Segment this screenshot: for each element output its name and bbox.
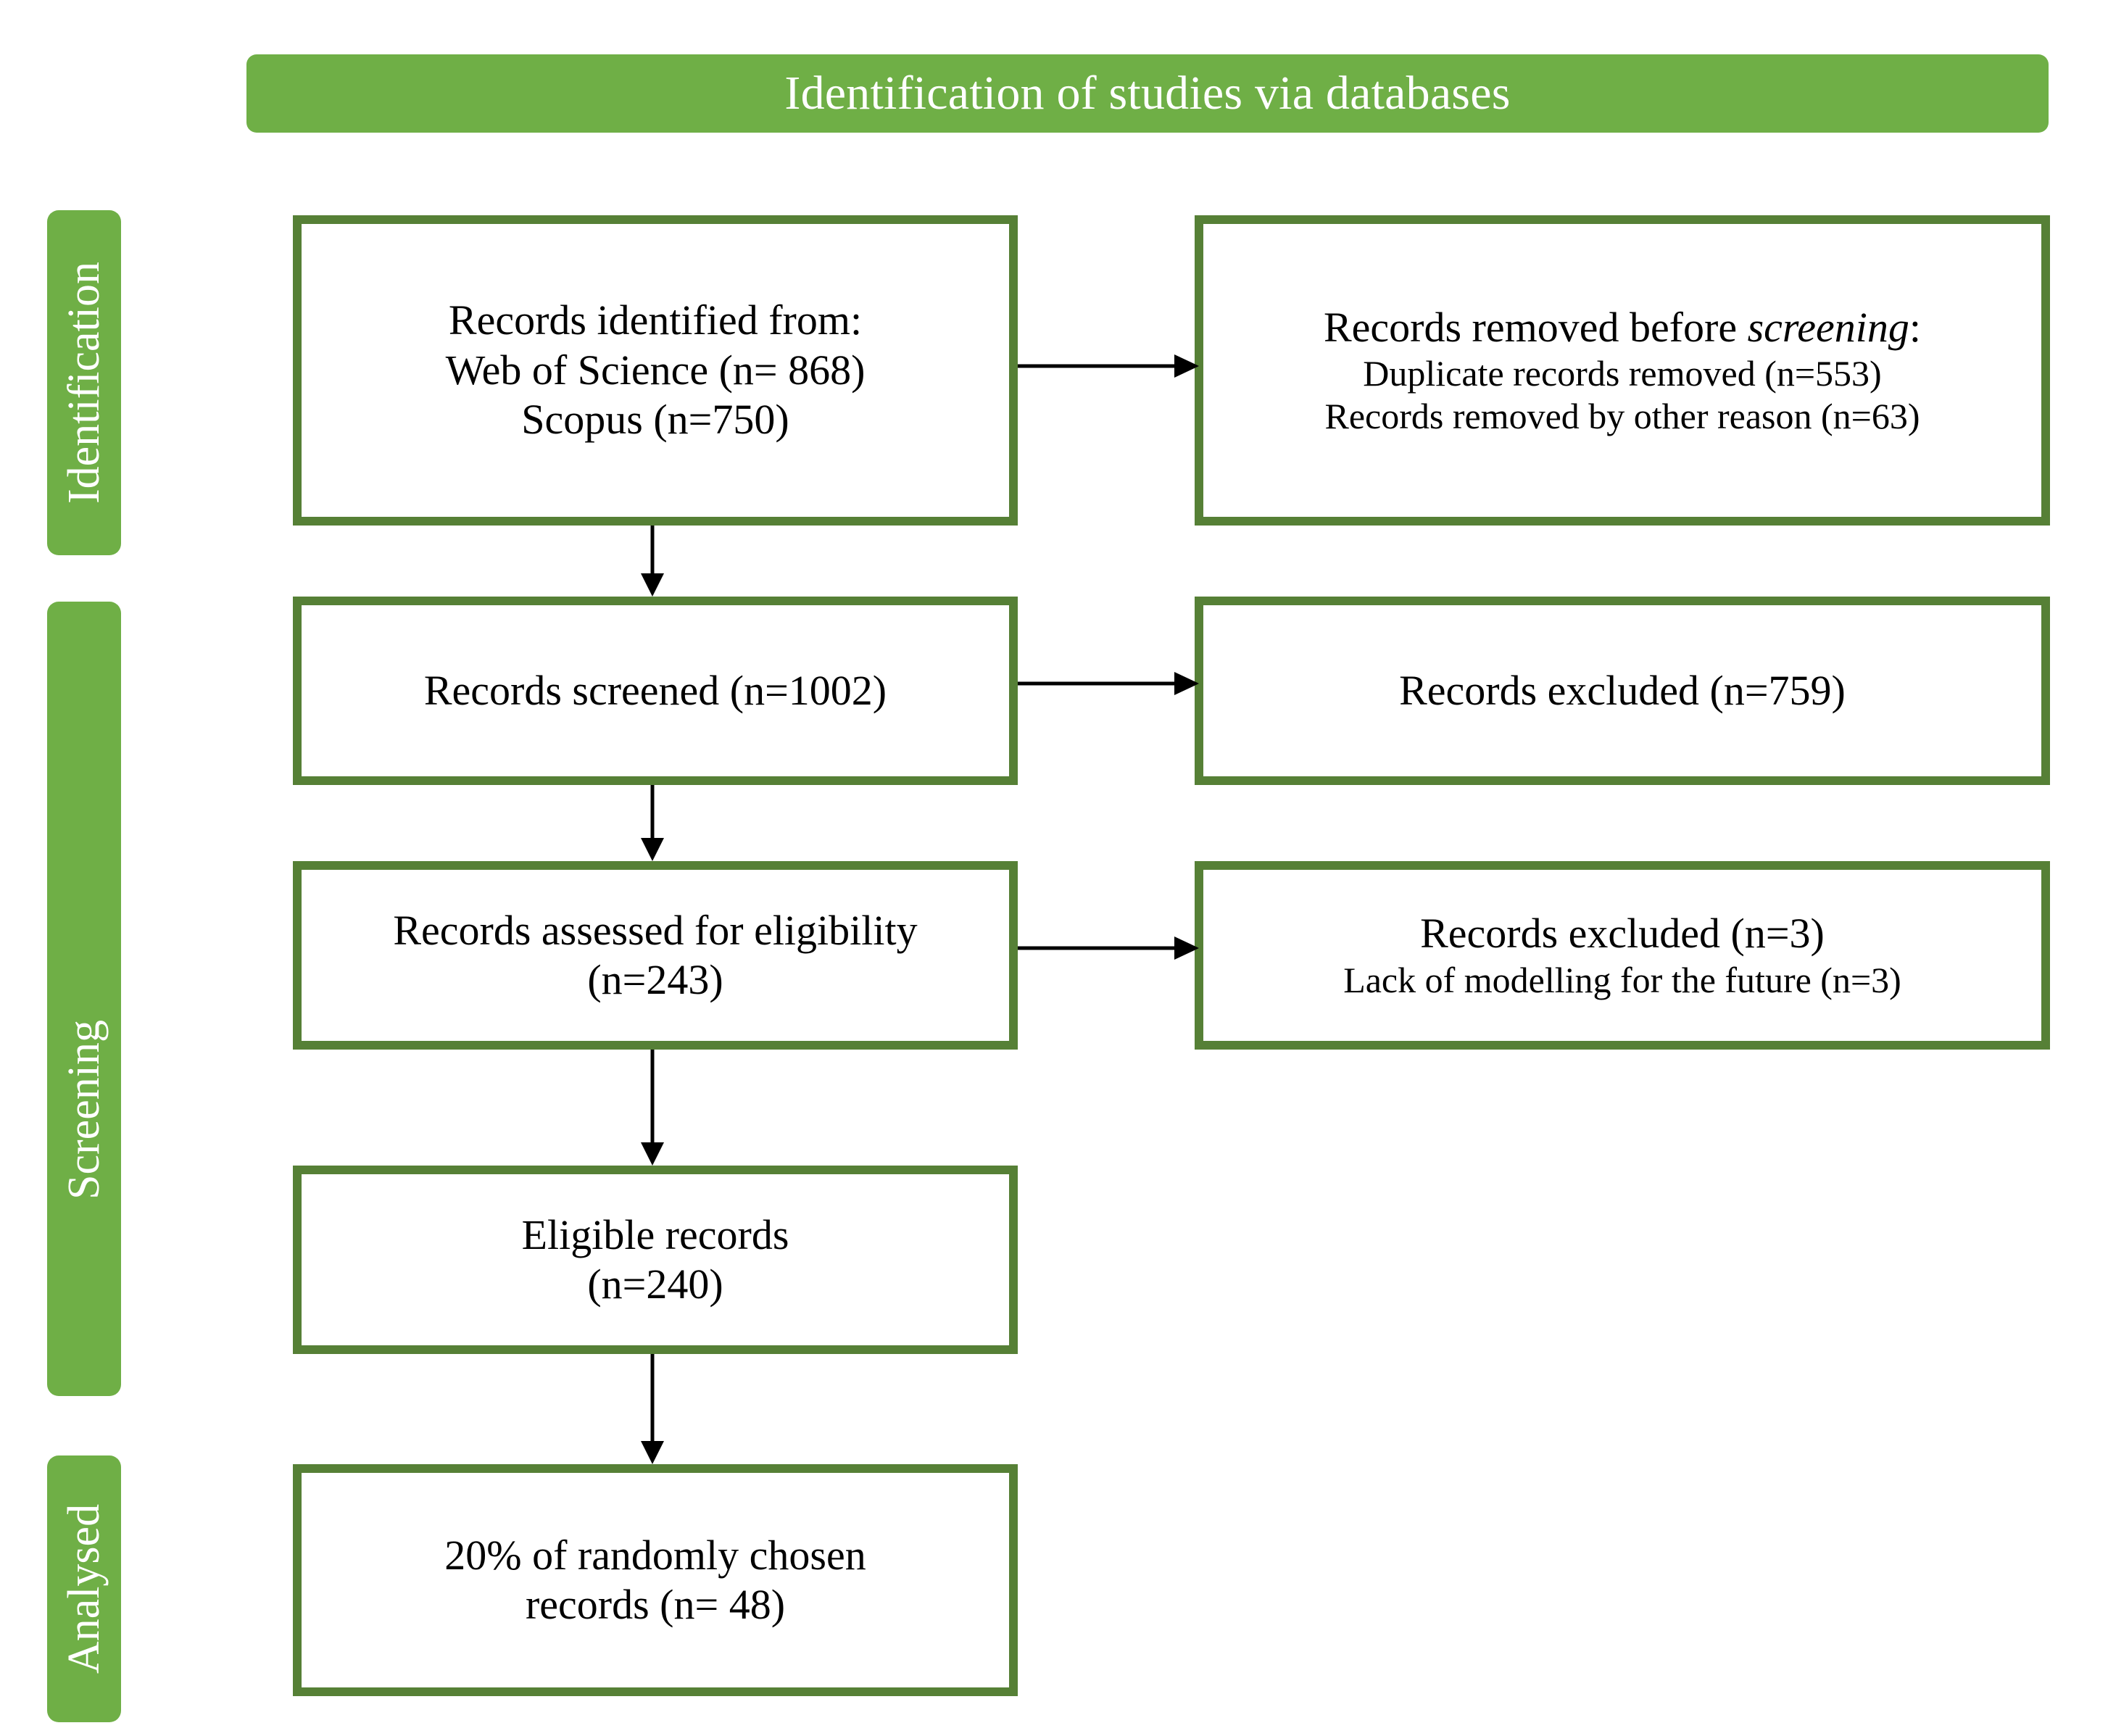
box-records-excluded-759: Records excluded (n=759) xyxy=(1195,597,2050,785)
box-line: (n=240) xyxy=(587,1261,723,1308)
box-eligible-records: Eligible records (n=240) xyxy=(293,1166,1018,1354)
box-subline: Lack of modelling for the future (n=3) xyxy=(1343,959,1901,1000)
heading-suffix: : xyxy=(1909,303,1922,351)
box-line: Duplicate records removed (n=553) xyxy=(1363,353,1882,394)
heading-prefix: Records removed before xyxy=(1323,303,1748,351)
box-line: Records excluded (n=759) xyxy=(1399,666,1846,714)
box-records-identified: Records identified from: Web of Science … xyxy=(293,215,1018,526)
arrow-screened-to-eligibility xyxy=(638,785,667,863)
diagram-title-banner: Identification of studies via databases xyxy=(246,54,2049,133)
stage-label-screening: Screening xyxy=(59,1020,109,1200)
heading-italic-screening: screening xyxy=(1747,303,1909,351)
stage-bar-screening: Screening xyxy=(47,602,121,1396)
box-randomly-chosen-records: 20% of randomly chosen records (n= 48) xyxy=(293,1464,1018,1696)
box-records-assessed-for-eligibility: Records assessed for eligibility (n=243) xyxy=(293,861,1018,1050)
box-line: Eligible records xyxy=(521,1210,789,1258)
box-records-screened: Records screened (n=1002) xyxy=(293,597,1018,785)
arrow-eligibility-to-excluded-3 xyxy=(1018,934,1200,963)
box-line: Scopus (n=750) xyxy=(521,396,789,444)
stage-label-analysed: Analysed xyxy=(59,1503,109,1674)
box-line: Web of Science (n= 868) xyxy=(445,346,866,394)
arrow-eligibility-to-eligible xyxy=(638,1050,667,1167)
box-records-removed-before-screening: Records removed before screening: Duplic… xyxy=(1195,215,2050,526)
arrow-screened-to-excluded-759 xyxy=(1018,669,1200,698)
box-heading: Records removed before screening: xyxy=(1324,303,1921,352)
box-line: Records assessed for eligibility xyxy=(393,906,918,954)
arrow-identified-to-screened xyxy=(638,526,667,598)
stage-bar-analysed: Analysed xyxy=(47,1455,121,1722)
box-line: Records excluded (n=3) xyxy=(1420,910,1825,958)
box-records-excluded-3: Records excluded (n=3) Lack of modelling… xyxy=(1195,861,2050,1050)
box-line: Records identified from: xyxy=(448,296,863,344)
stage-label-identification: Identification xyxy=(59,262,109,504)
box-line: 20% of randomly chosen xyxy=(444,1531,866,1579)
diagram-title: Identification of studies via databases xyxy=(784,67,1511,120)
box-line: Records removed by other reason (n=63) xyxy=(1324,396,1920,437)
arrow-eligible-to-analysed xyxy=(638,1354,667,1466)
box-line: Records screened (n=1002) xyxy=(423,666,887,714)
box-line: (n=243) xyxy=(587,956,723,1003)
box-line: records (n= 48) xyxy=(525,1581,786,1628)
stage-bar-identification: Identification xyxy=(47,210,121,555)
arrow-identified-to-removed xyxy=(1018,352,1200,381)
